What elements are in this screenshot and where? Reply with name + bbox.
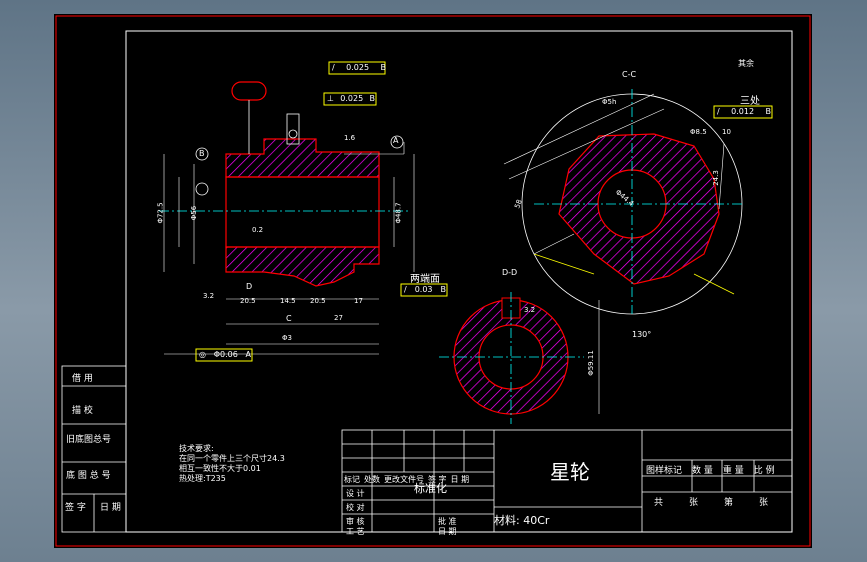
drawing-canvas <box>55 15 811 547</box>
star-wheel-view <box>503 89 744 315</box>
tolerance-frames <box>195 61 773 362</box>
cad-viewport[interactable]: 星轮 材料: 40Cr 标准化 技术要求: 在同一个零件上三个尺寸24.3 相互… <box>54 14 812 548</box>
ring-view-dd <box>439 292 600 424</box>
left-section-view <box>159 81 415 355</box>
drawing-frame <box>125 30 793 533</box>
title-block <box>61 365 793 533</box>
outer-border <box>55 15 811 547</box>
